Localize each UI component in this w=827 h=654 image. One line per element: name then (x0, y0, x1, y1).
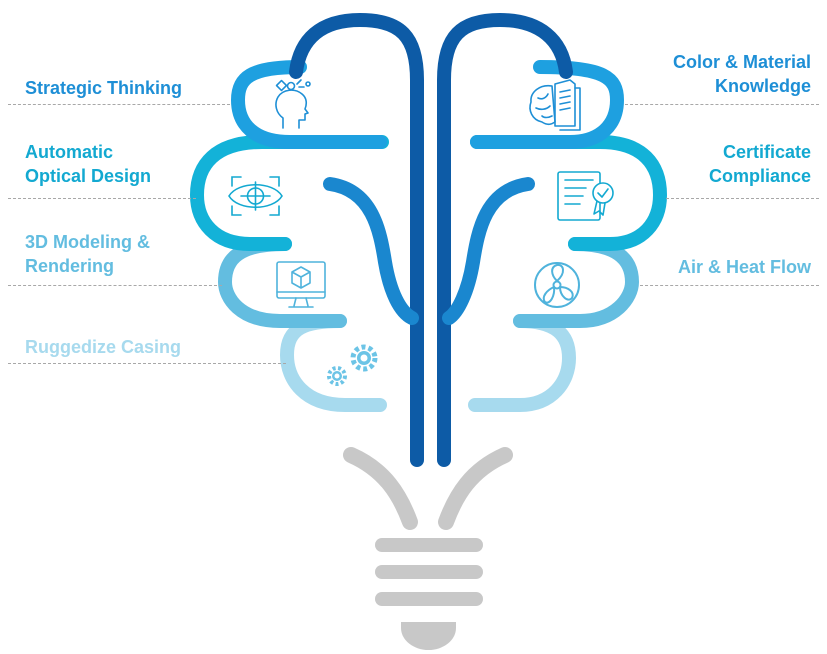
dashed-line-modeling (8, 285, 222, 286)
right-loop-blue (470, 60, 625, 149)
right-arch-dark (437, 12, 573, 467)
label-strategic-thinking: Strategic Thinking (25, 78, 183, 98)
fan-icon (534, 262, 580, 308)
eye-target-icon (228, 176, 283, 216)
left-loop-cyan (189, 135, 389, 251)
left-arch-dark (289, 12, 424, 467)
label-ruggedize-casing: Ruggedize Casing (25, 337, 182, 357)
label-certificate-compliance: Certificate Compliance (708, 142, 811, 186)
dashed-line-airflow (640, 285, 819, 286)
bulb-tip (401, 622, 456, 650)
bulb-right-curve (438, 447, 513, 530)
right-hemisphere (437, 12, 668, 467)
right-loop-pale (468, 314, 577, 412)
dashed-line-certificate (666, 198, 819, 199)
label-automatic-optical-design: Automatic Optical Design (25, 142, 152, 186)
brain-book-icon (529, 79, 581, 131)
certificate-icon (557, 171, 614, 221)
left-inner-curve (323, 177, 419, 325)
label-3d-modeling-rendering: 3D Modeling & Rendering (25, 232, 150, 276)
monitor-cube-icon (276, 261, 326, 308)
dashed-line-casing (8, 363, 286, 364)
right-loop-light (513, 237, 640, 328)
gears-icon (327, 344, 378, 386)
label-air-heat-flow: Air & Heat Flow (677, 257, 811, 277)
dashed-line-strategic (8, 104, 230, 105)
bulb (343, 447, 513, 606)
right-loop-cyan (470, 135, 668, 251)
dashed-line-color (625, 104, 819, 105)
right-inner-curve (442, 177, 535, 325)
left-hemisphere (189, 12, 424, 467)
dashed-line-optical (8, 198, 196, 199)
bulb-left-curve (343, 447, 418, 530)
head-ideas-icon (275, 79, 311, 129)
label-color-material-knowledge: Color & Material Knowledge (672, 52, 811, 96)
left-loop-blue (230, 60, 387, 149)
left-loop-light (217, 237, 347, 328)
